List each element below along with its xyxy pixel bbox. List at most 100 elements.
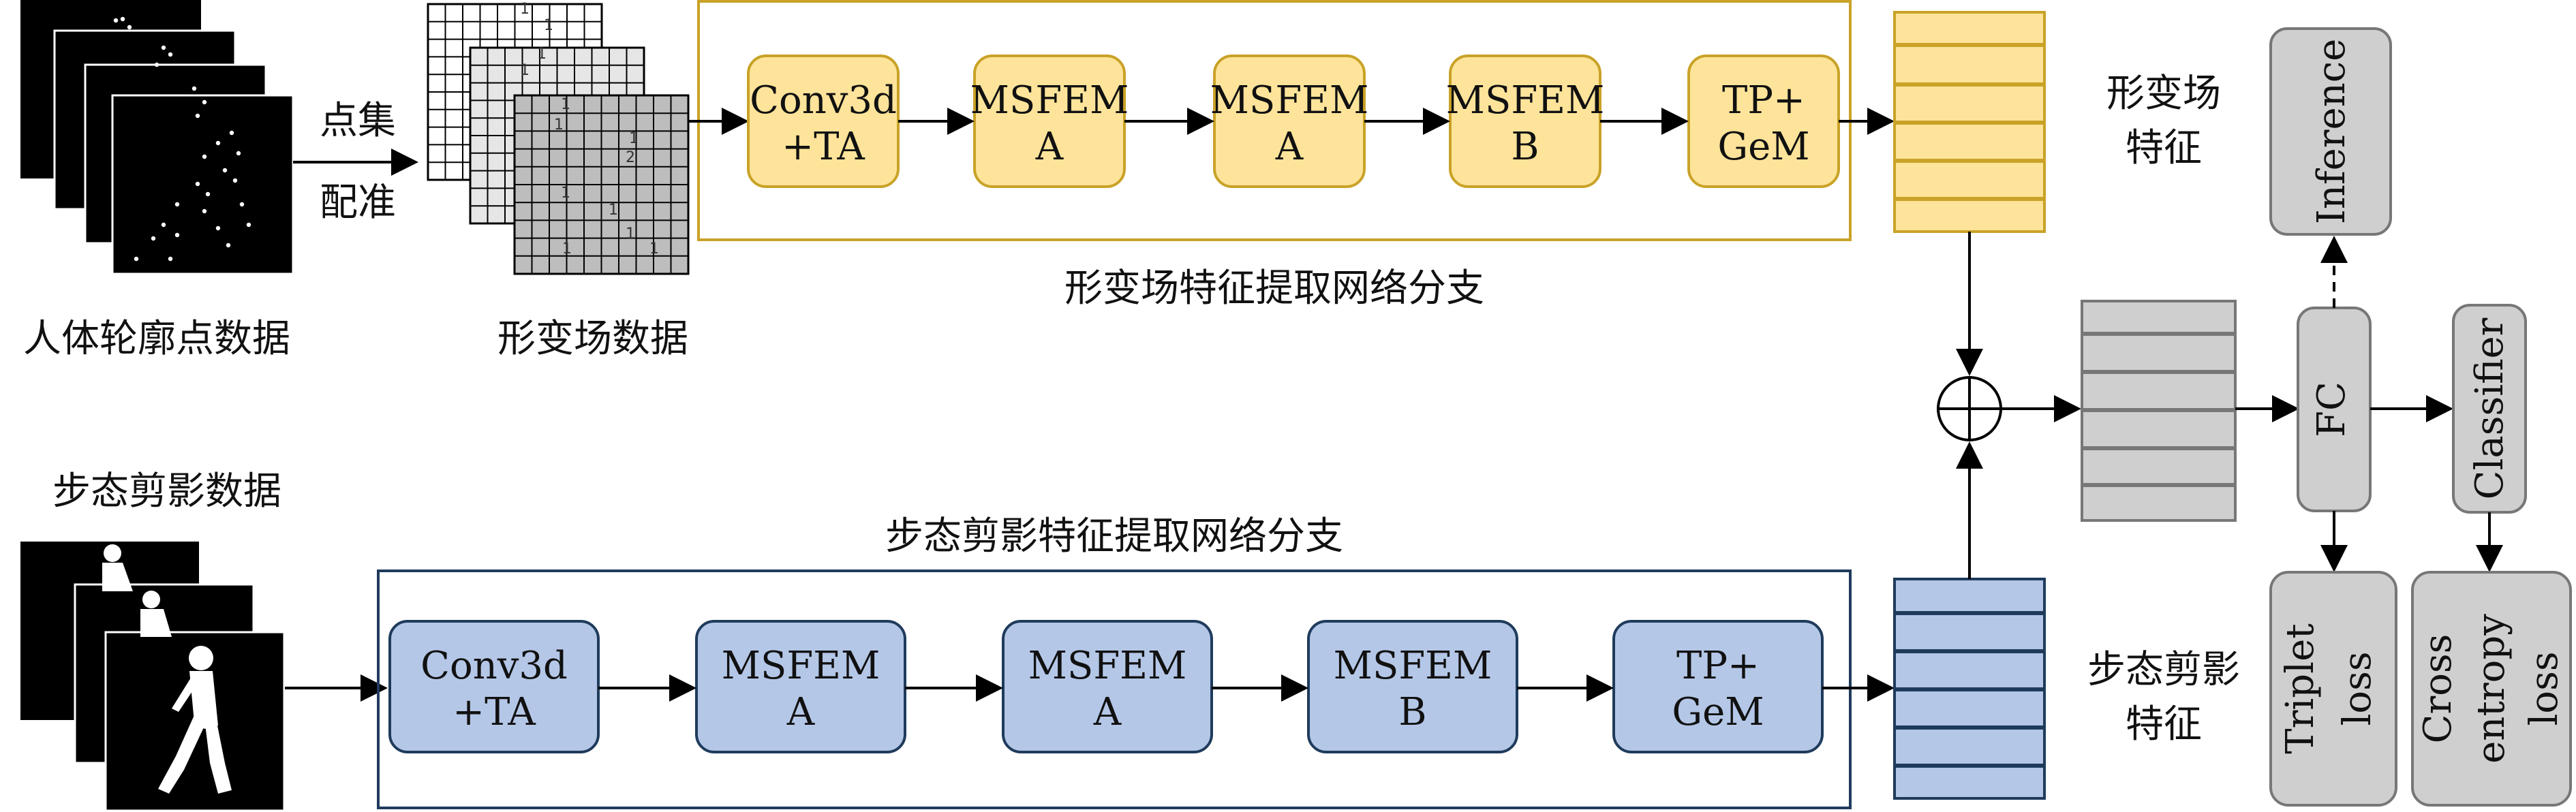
contour-point	[174, 202, 180, 207]
grid-digit: 1	[561, 96, 570, 113]
contour-point	[154, 62, 159, 67]
contour-point	[120, 16, 125, 22]
module-block: Conv3d+TA	[747, 54, 900, 188]
contour-point	[195, 181, 200, 187]
contour-point	[229, 130, 234, 136]
grid-digit: 2	[626, 149, 635, 166]
deformation-data-caption: 形变场数据	[497, 317, 688, 361]
contour-point	[215, 140, 221, 146]
contour-point	[127, 25, 132, 30]
contour-point	[202, 99, 207, 105]
fusion-add-icon	[1937, 376, 2002, 441]
module-label-line1: MSFEM	[1334, 644, 1492, 688]
contour-point	[195, 113, 200, 119]
fused-feature-stack	[2081, 300, 2237, 522]
contour-point	[202, 154, 207, 159]
registration-label-line2: 配准	[320, 181, 396, 225]
module-block: TP+GeM	[1612, 620, 1824, 753]
cross-entropy-loss-block	[2411, 571, 2572, 807]
contour-point-frames	[20, 0, 294, 275]
deformation-feature-stack	[1893, 11, 2046, 233]
module-label-line2: GeM	[1717, 125, 1809, 169]
cross-entropy-label-line2: entropy	[2469, 614, 2513, 764]
module-block: Conv3d+TA	[388, 620, 600, 753]
contour-point	[168, 256, 173, 262]
module-label-line2: A	[1275, 125, 1304, 169]
silhouette-frames	[20, 542, 286, 812]
contour-point	[161, 222, 166, 228]
triplet-loss-label-line1: Triplet	[2278, 623, 2322, 754]
deformation-feature-label-line1: 形变场	[2106, 72, 2221, 116]
deformation-grid	[513, 94, 690, 275]
module-label-line1: MSFEM	[1210, 78, 1369, 123]
contour-point	[226, 243, 231, 248]
inference-label: Inference	[2310, 39, 2354, 225]
silhouette-data-caption: 步态剪影数据	[52, 469, 281, 514]
contour-point	[215, 225, 221, 231]
module-label-line1: MSFEM	[722, 644, 880, 688]
inference-block	[2269, 27, 2392, 236]
grid-digit: 1	[561, 185, 570, 202]
contour-point	[236, 151, 241, 156]
registration-label-line1: 点集	[320, 99, 396, 143]
contour-dots	[113, 16, 251, 262]
cross-entropy-label-line3: loss	[2522, 651, 2566, 725]
module-label-line1: Conv3d	[420, 644, 568, 688]
grid-digit: 1	[629, 130, 639, 147]
silhouette-feature-label-line1: 步态剪影	[2087, 648, 2240, 692]
grid-digit: 1	[649, 240, 659, 257]
deformation-branch-title: 形变场特征提取网络分支	[1064, 266, 1484, 311]
module-block: TP+GeM	[1687, 54, 1840, 188]
contour-point	[202, 208, 207, 214]
walking-person-silhouette	[158, 646, 232, 794]
silhouette-feature-stack	[1893, 578, 2046, 800]
module-label-line1: MSFEM	[1446, 78, 1605, 123]
grid-digit: 1	[520, 1, 530, 18]
contour-point	[239, 202, 245, 207]
grid-digit: 1	[554, 116, 564, 134]
module-label-line2: B	[1398, 690, 1426, 734]
module-label-line2: A	[1035, 125, 1064, 169]
module-label-line2: A	[1093, 690, 1122, 734]
module-label-line1: TP+	[1676, 644, 1760, 688]
grid-digit: 1	[609, 202, 618, 219]
module-label-line2: A	[786, 690, 815, 734]
grid-digit: 1	[544, 17, 553, 34]
module-label-line1: MSFEM	[970, 78, 1129, 123]
classifier-label: Classifier	[2468, 317, 2512, 499]
module-label-line2: B	[1511, 125, 1539, 169]
contour-point	[205, 191, 211, 197]
grid-digit: 1	[520, 62, 530, 79]
triplet-loss-block	[2269, 571, 2397, 807]
contour-point	[134, 256, 139, 262]
grid-digit: 1	[562, 240, 572, 257]
silhouette-branch-title: 步态剪影特征提取网络分支	[885, 514, 1343, 559]
module-label-line1: MSFEM	[1028, 644, 1187, 688]
contour-point	[113, 18, 119, 23]
contour-point	[246, 222, 251, 228]
contour-point	[161, 45, 166, 50]
silhouette-feature-label-line2: 特征	[2126, 702, 2202, 747]
deformation-feature-label-line2: 特征	[2126, 126, 2202, 170]
triplet-loss-label-line2: loss	[2335, 651, 2380, 725]
fc-label: FC	[2310, 381, 2354, 437]
contour-data-caption: 人体轮廓点数据	[23, 317, 290, 361]
contour-point	[222, 168, 228, 173]
contour-point	[151, 236, 156, 241]
contour-point	[168, 52, 173, 57]
cross-entropy-label-line1: Cross	[2416, 634, 2460, 744]
contour-point	[191, 86, 197, 91]
module-label-line1: Conv3d	[750, 78, 897, 123]
module-label-line1: TP+	[1722, 78, 1805, 123]
contour-point	[232, 178, 238, 183]
module-label-line2: +TA	[453, 690, 536, 734]
